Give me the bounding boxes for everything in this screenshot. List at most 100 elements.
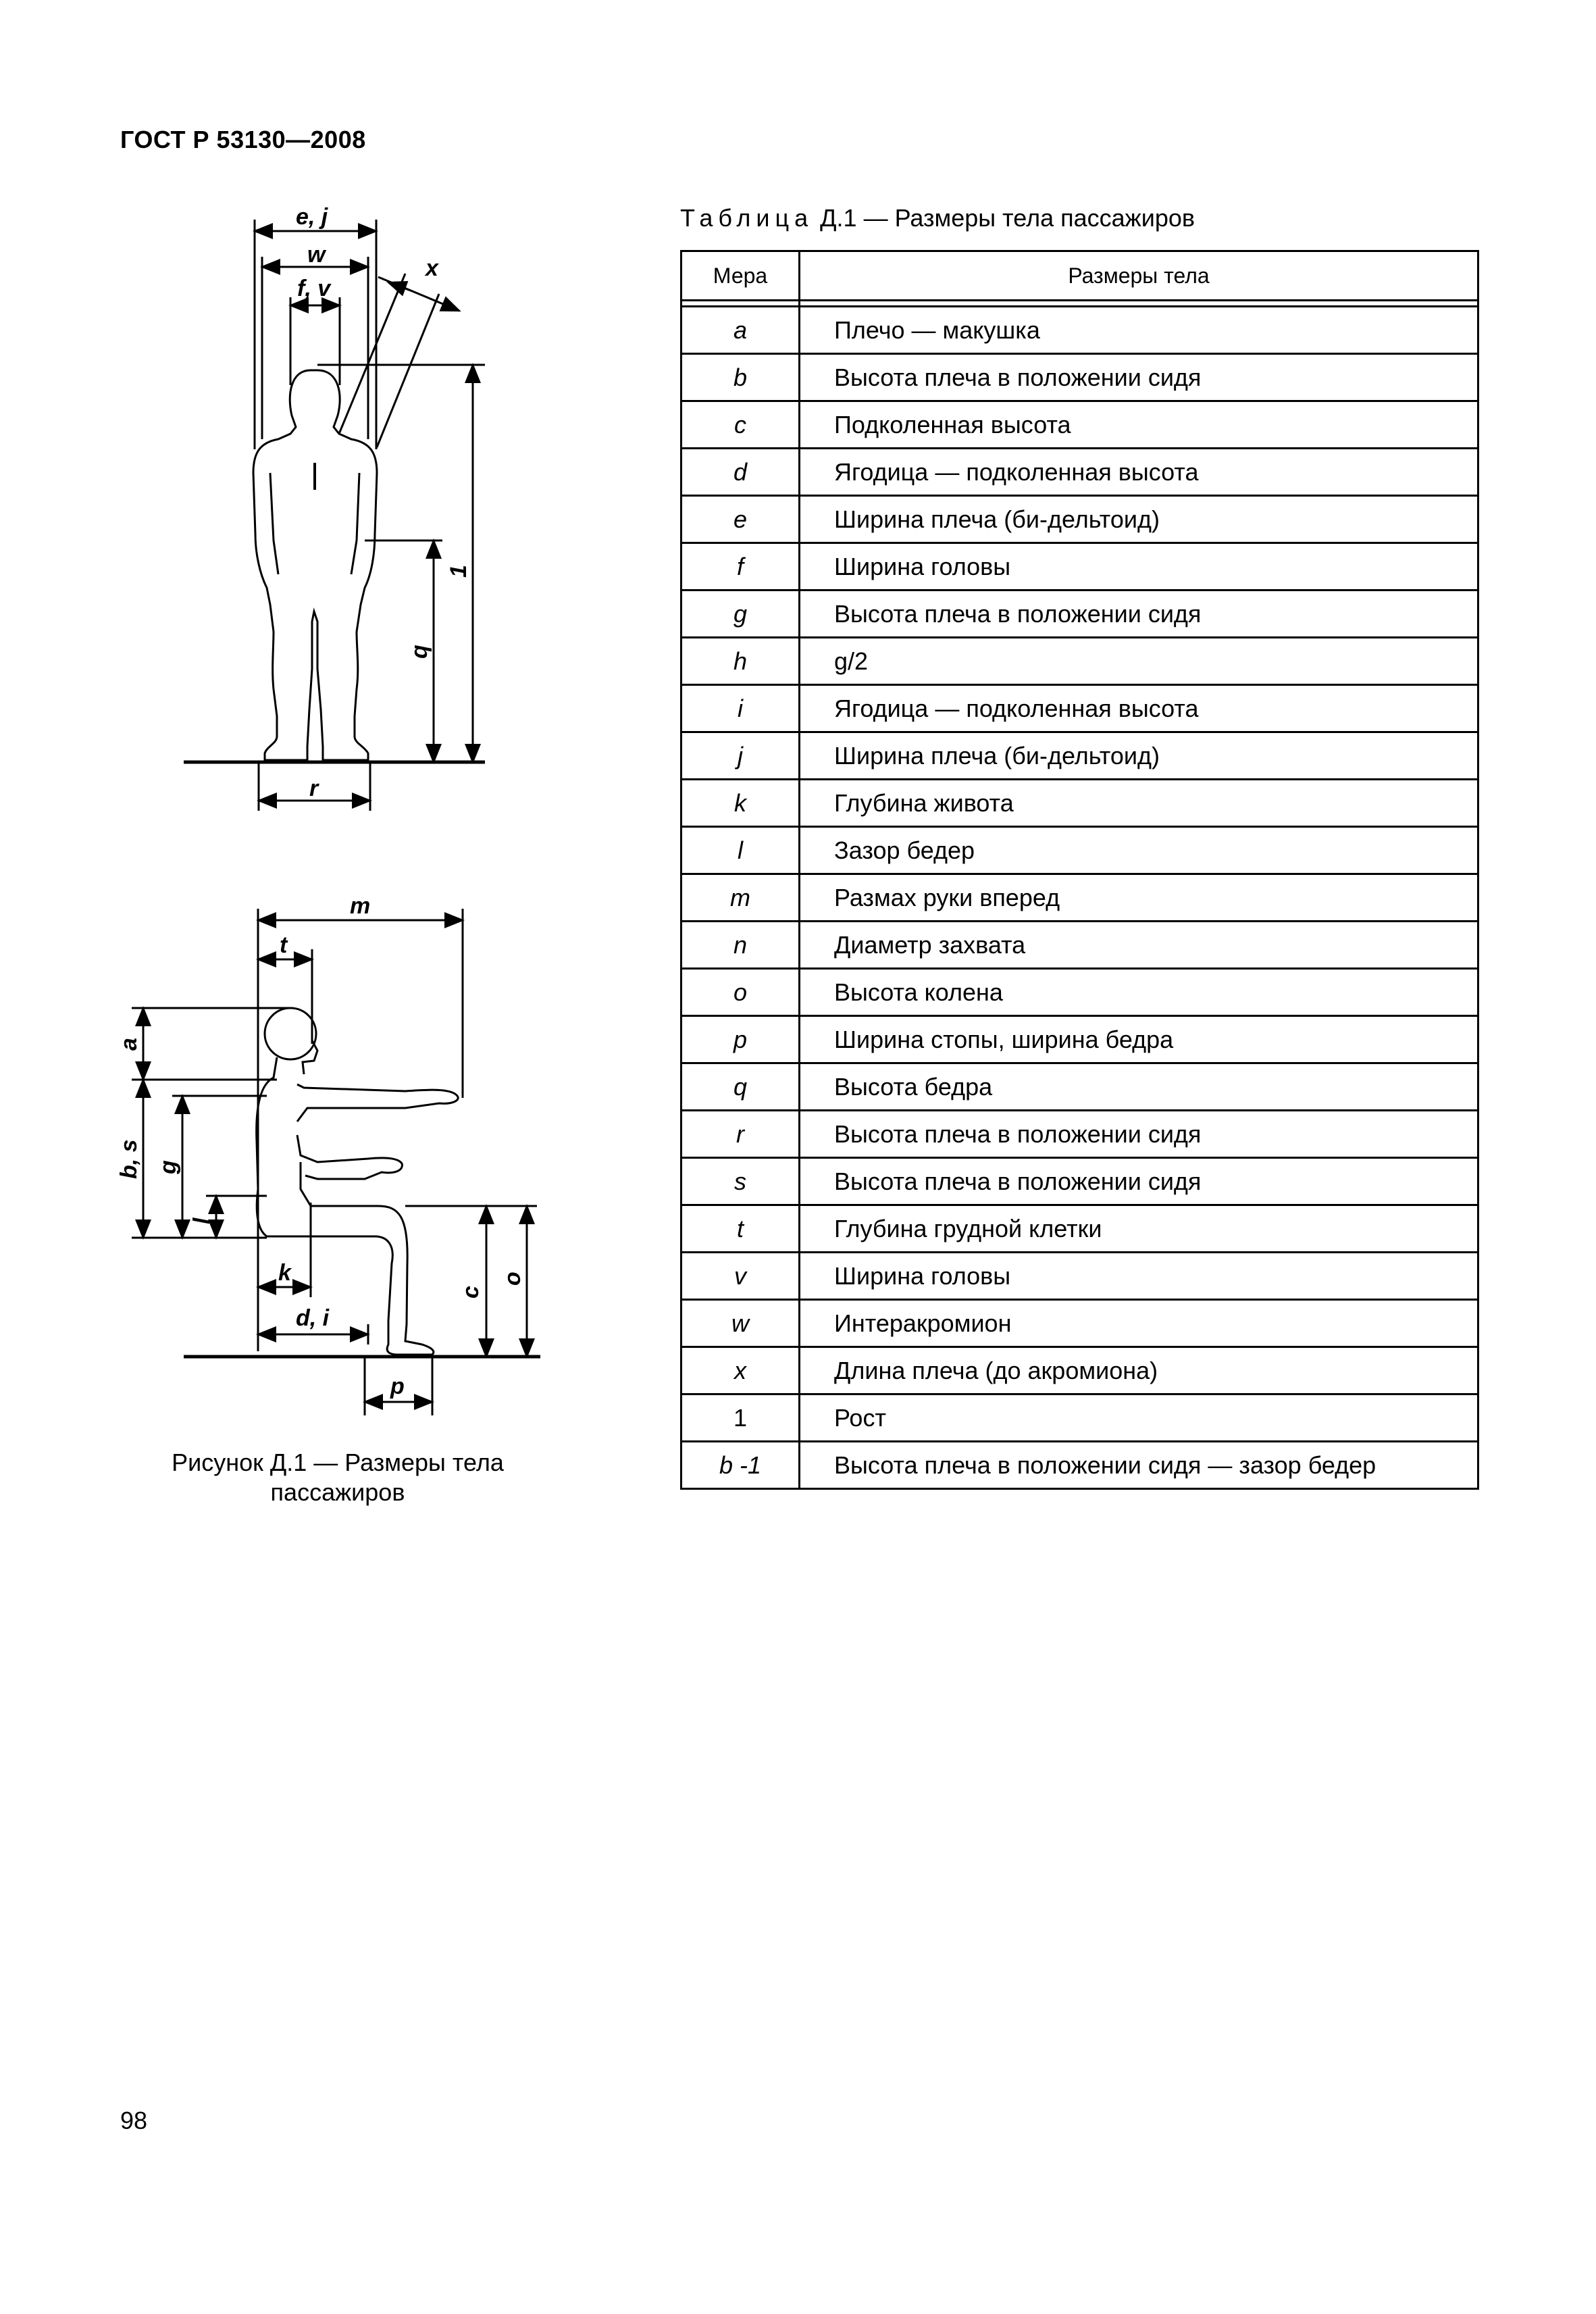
label-bs: b, s [116,1139,142,1179]
row-description: Высота плеча в положении сидя [798,589,1479,638]
row-measure: b [680,353,800,402]
label-q: q [407,645,432,659]
label-g: g [155,1160,181,1175]
label-di: d, i [296,1305,330,1331]
row-description: Размах руки вперед [798,873,1479,922]
label-m: m [350,893,370,919]
row-description: Высота колена [798,967,1479,1017]
figure-caption-line1: Рисунок Д.1 — Размеры тела [172,1449,504,1476]
row-description: g/2 [798,636,1479,686]
table-header-row: Мера Размеры тела [680,250,1479,301]
seated-figure-outline [255,1040,435,1356]
row-measure: f [680,542,800,591]
row-description: Высота бедра [798,1062,1479,1111]
row-description: Длина плеча (до акромиона) [798,1346,1479,1395]
row-measure: j [680,731,800,780]
row-measure: l [680,826,800,875]
row-measure: t [680,1204,800,1253]
row-measure: k [680,778,800,828]
label-one: 1 [446,565,471,578]
table-caption-title: Д.1 — Размеры тела пассажиров [813,204,1195,232]
row-description: Высота плеча в положении сидя — зазор бе… [798,1440,1479,1490]
page-number: 98 [120,2107,148,2134]
label-w: w [307,242,327,268]
row-measure: b -1 [680,1440,800,1490]
table-gap-row [680,299,1479,307]
body-dimensions-figure: e, j w f, v x 1 q r m t a b, s g l k d, … [0,0,675,1554]
label-fv: f, v [297,276,332,301]
row-description: Высота плеча в положении сидя [798,353,1479,402]
label-o: o [500,1272,525,1286]
row-measure: i [680,684,800,733]
row-description: Высота плеча в положении сидя [798,1157,1479,1206]
row-measure: o [680,967,800,1017]
row-measure: m [680,873,800,922]
row-description: Глубина грудной клетки [798,1204,1479,1253]
standing-figure-outline [252,369,378,761]
row-description: Ширина головы [798,1251,1479,1301]
document-header: ГОСТ Р 53130—2008 [120,126,366,153]
row-measure: q [680,1062,800,1111]
label-ej: e, j [296,204,329,230]
row-description: Диаметр захвата [798,920,1479,970]
row-measure: x [680,1346,800,1395]
row-measure: g [680,589,800,638]
row-measure: s [680,1157,800,1206]
row-measure: n [680,920,800,970]
figure-caption-line2: пассажиров [270,1478,405,1506]
label-k: k [278,1260,292,1286]
row-description: Плечо — макушка [798,305,1479,355]
row-measure: 1 [680,1393,800,1442]
label-r: r [309,776,319,801]
label-c: c [458,1286,484,1299]
row-measure: d [680,447,800,497]
row-description: Интеракромион [798,1299,1479,1348]
row-description: Зазор бедер [798,826,1479,875]
row-description: Ширина плеча (би-дельтоид) [798,731,1479,780]
label-a: a [116,1038,142,1051]
figure-caption: Рисунок Д.1 — Размеры тела пассажиров [135,1448,540,1507]
row-measure: e [680,495,800,544]
label-x: x [424,255,440,281]
row-description: Ягодица — подколенная высота [798,447,1479,497]
table-caption: Таблица Д.1 — Размеры тела пассажиров [680,204,1195,232]
label-l: l [189,1217,215,1224]
row-measure: p [680,1015,800,1064]
column-header-measure: Мера [680,250,800,301]
row-description: Подколенная высота [798,400,1479,449]
body-dimensions-drawing: e, j w f, v x 1 q r m t a b, s g l k d, … [116,204,540,1415]
row-measure: a [680,305,800,355]
row-description: Ягодица — подколенная высота [798,684,1479,733]
table-caption-label: Таблица [680,204,814,232]
row-description: Ширина плеча (би-дельтоид) [798,495,1479,544]
row-measure: w [680,1299,800,1348]
row-measure: h [680,636,800,686]
row-measure: r [680,1109,800,1159]
column-header-dimensions: Размеры тела [798,250,1479,301]
